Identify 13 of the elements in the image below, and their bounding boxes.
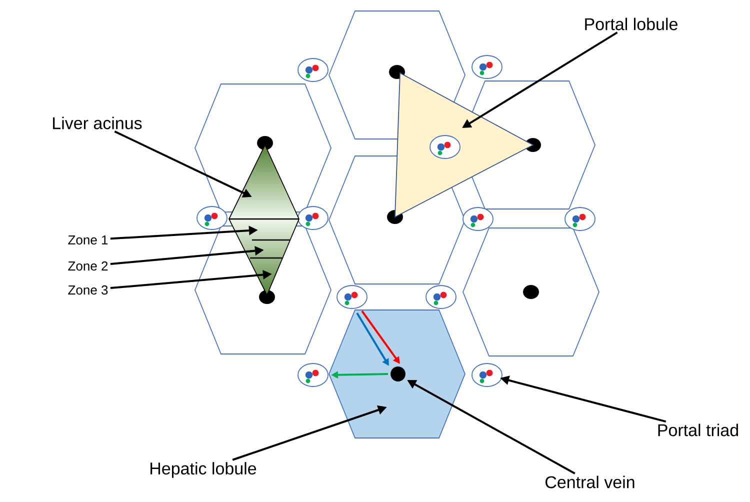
portal-triad-symbol (336, 285, 368, 309)
hepatic-lobule-hexagon (328, 310, 466, 438)
label-text: Portal triad (658, 424, 738, 436)
central-vein-dot (390, 366, 406, 382)
label-text: Hepatic lobule (150, 462, 256, 478)
label-text: Portal lobule (585, 18, 678, 30)
portal-triad-symbol (472, 363, 502, 387)
label-text: Zone 3 (68, 285, 108, 295)
label-text: Liver acinus (53, 116, 142, 130)
portal-triad-symbol (298, 363, 328, 387)
label-text: Zone 2 (68, 261, 108, 271)
label-text: Zone 1 (68, 235, 108, 245)
label-text: Central vein (546, 476, 634, 488)
